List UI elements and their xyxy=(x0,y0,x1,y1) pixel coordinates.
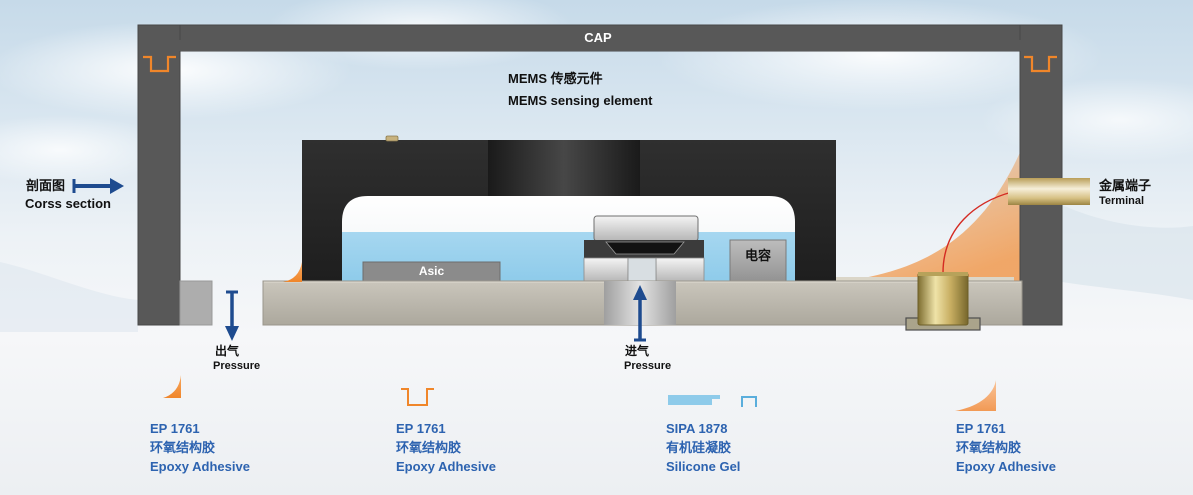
legend-name-en: Epoxy Adhesive xyxy=(956,459,1056,474)
bond-wire xyxy=(942,191,1013,274)
terminal-label-cn: 金属端子 xyxy=(1099,178,1152,193)
terminal-label-en: Terminal xyxy=(1099,195,1145,207)
legend-name-cn: 环氧结构胶 xyxy=(396,440,462,455)
legend-item-epoxy-groove: EP 1761 环氧结构胶 Epoxy Adhesive xyxy=(396,419,496,476)
left-spacer xyxy=(179,280,213,326)
legend-code: SIPA 1878 xyxy=(666,421,728,436)
sensing-diaphragm xyxy=(605,241,685,255)
legend-name-en: Epoxy Adhesive xyxy=(396,459,496,474)
legend-code: EP 1761 xyxy=(396,421,446,436)
legend-name-en: Epoxy Adhesive xyxy=(150,459,250,474)
section-label-cn: 剖面图 xyxy=(26,178,66,193)
epoxy-fillet-icon xyxy=(163,375,181,398)
epoxy-groove-left xyxy=(143,55,176,73)
epoxy-groove-icon xyxy=(401,388,434,406)
mems-label-en: MEMS sensing element xyxy=(508,93,653,108)
inlet-arrow-icon xyxy=(633,285,647,342)
legend-name-en: Silicone Gel xyxy=(666,459,741,474)
sensing-die-cap xyxy=(593,215,699,242)
legend-name-cn: 环氧结构胶 xyxy=(150,440,216,455)
epoxy-large-fillet-icon xyxy=(955,380,996,411)
section-label-en: Corss section xyxy=(25,196,111,211)
mems-top-pin xyxy=(385,135,399,142)
epoxy-fillet-right xyxy=(836,148,1022,282)
inlet-label-en: Pressure xyxy=(624,360,672,372)
outlet-label-en: Pressure xyxy=(213,360,261,372)
epoxy-groove-right xyxy=(1024,55,1057,73)
legend-code: EP 1761 xyxy=(956,421,1006,436)
mems-label-cn: MEMS 传感元件 xyxy=(508,71,603,86)
capacitor-label: 电容 xyxy=(744,248,771,263)
cap-left-wall xyxy=(137,24,181,326)
legend-code: EP 1761 xyxy=(150,421,200,436)
cap-top-join xyxy=(139,40,1061,51)
epoxy-fillet-left xyxy=(283,262,302,282)
cap-label: CAP xyxy=(584,30,612,45)
silicone-gel-icon xyxy=(668,395,757,407)
legend-item-epoxy-fillet: EP 1761 环氧结构胶 Epoxy Adhesive xyxy=(150,419,250,476)
background-wave-left xyxy=(0,262,138,332)
cap-right-wall xyxy=(1019,24,1063,326)
legend-item-silicone-gel: SIPA 1878 有机硅凝胶 Silicone Gel xyxy=(666,419,740,476)
outlet-arrow-icon xyxy=(225,290,239,341)
legend-item-epoxy-large-fillet: EP 1761 环氧结构胶 Epoxy Adhesive xyxy=(956,419,1056,476)
sensing-die-base-left xyxy=(583,257,629,283)
background-wave-right xyxy=(1062,205,1193,300)
terminal-pin xyxy=(1008,178,1090,205)
legend-name-cn: 环氧结构胶 xyxy=(956,440,1022,455)
section-arrow-icon xyxy=(72,178,124,194)
sensing-die-port-hole xyxy=(627,257,657,283)
asic-label: Asic xyxy=(418,264,445,278)
sensing-die-base-right xyxy=(655,257,705,283)
terminal-cylinder xyxy=(917,272,969,326)
outlet-label-cn: 出气 xyxy=(215,344,240,358)
inlet-label-cn: 进气 xyxy=(625,344,650,358)
terminal-cylinder-top xyxy=(918,272,968,276)
mems-pillar xyxy=(488,140,640,196)
legend-name-cn: 有机硅凝胶 xyxy=(666,440,732,455)
